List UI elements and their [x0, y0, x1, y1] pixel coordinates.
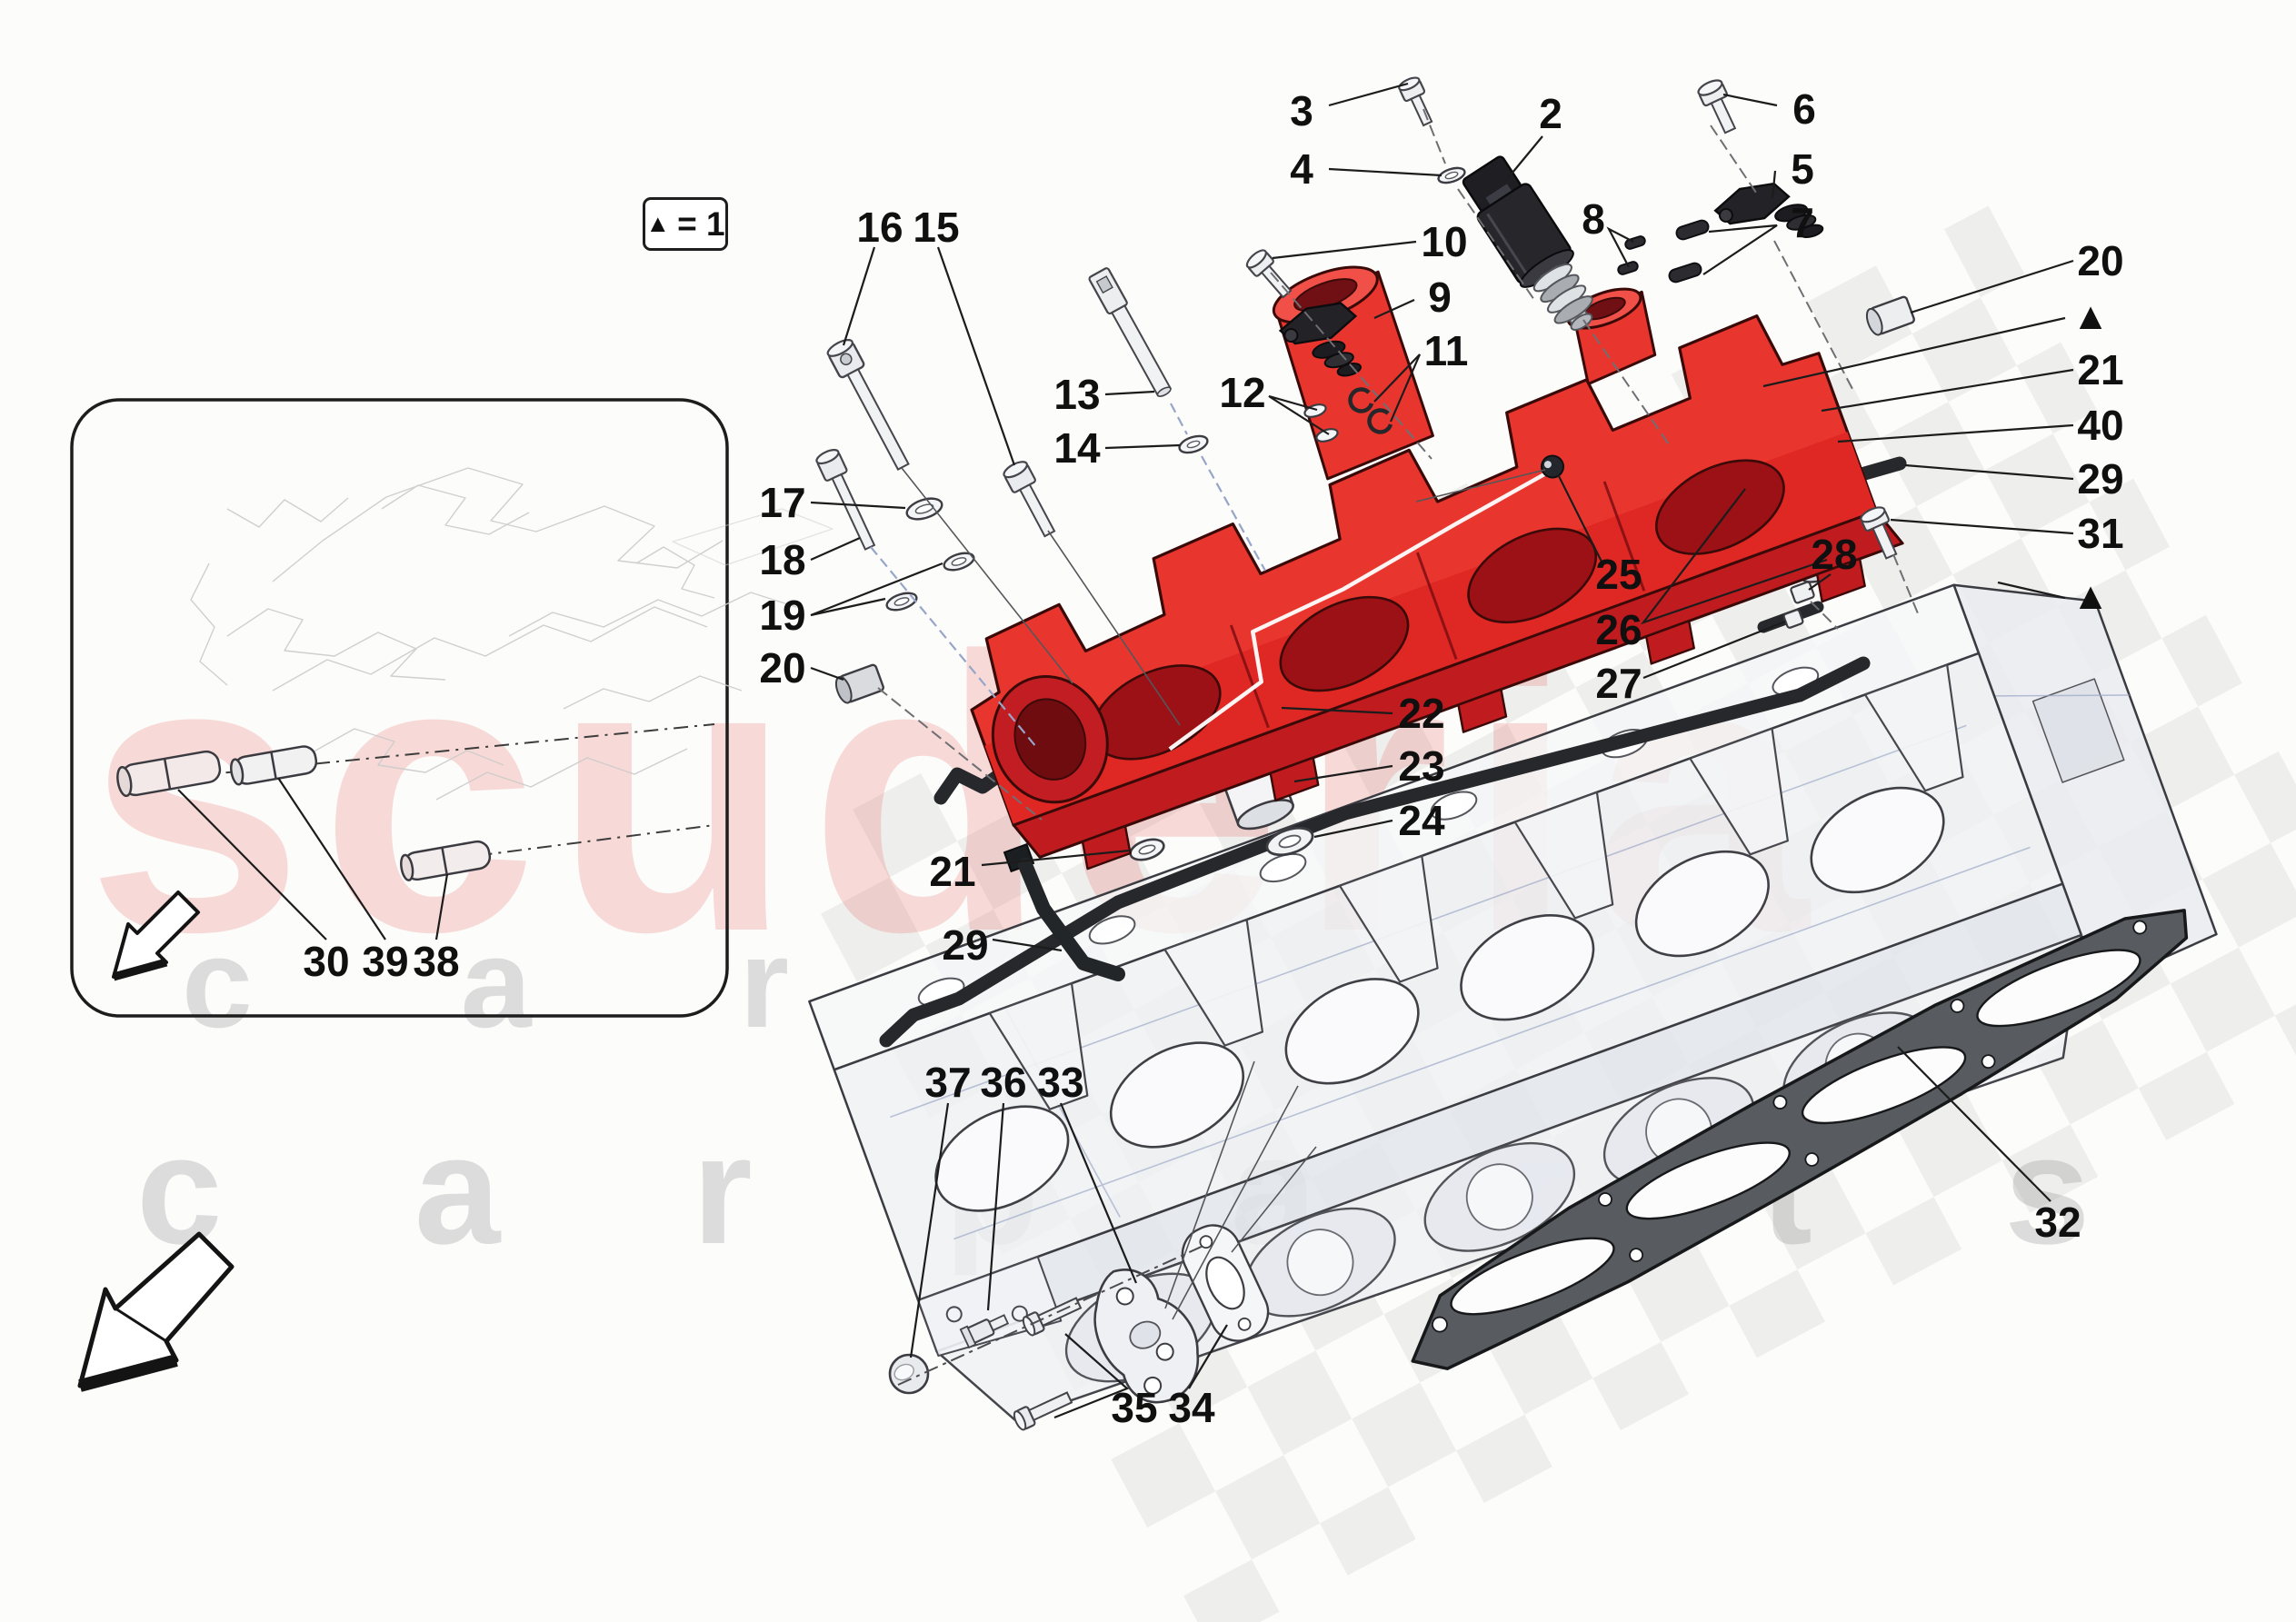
part-callout-28: 28 — [1811, 531, 1858, 578]
triangle-marker: ▲ — [2071, 294, 2110, 337]
leader-lines — [810, 82, 2074, 1419]
cam-sensor-5 — [1713, 182, 1824, 238]
part-callout-33: 33 — [1037, 1059, 1084, 1106]
part-callout-23: 23 — [1398, 742, 1445, 790]
part-callout-4: 4 — [1290, 145, 1313, 193]
faint-head-sketch — [190, 467, 834, 801]
part-callout-8: 8 — [1582, 195, 1605, 243]
part-callout-7: 7 — [1791, 199, 1814, 246]
legend-triangle-icon: ▲ — [645, 210, 671, 237]
watermark-row1: c a r — [182, 911, 875, 1054]
red-cam-cover — [970, 265, 1904, 871]
part-callout-35: 35 — [1111, 1384, 1158, 1431]
part-callout-14: 14 — [1053, 424, 1101, 472]
part-callout-19: 19 — [759, 592, 806, 639]
thin-axis-lines — [901, 467, 1546, 1320]
vvt-solenoid — [1462, 155, 1593, 331]
fasteners — [815, 76, 1898, 612]
part-callout-11: 11 — [1423, 327, 1469, 374]
part-callout-16: 16 — [856, 204, 903, 251]
view-direction-arrow-icon — [77, 1231, 235, 1392]
part-callout-31: 31 — [2077, 510, 2124, 557]
part-callout-39: 39 — [362, 938, 409, 985]
part-callout-22: 22 — [1398, 690, 1445, 737]
part-callout-21: 21 — [2077, 346, 2124, 393]
seal-29-left — [1003, 842, 1125, 981]
part-callout-37: 37 — [924, 1059, 972, 1106]
part-callout-21: 21 — [929, 848, 976, 895]
part-callout-5: 5 — [1791, 145, 1814, 193]
part-callout-10: 10 — [1421, 218, 1468, 265]
triangle-marker: ▲ — [2071, 574, 2110, 617]
part-callout-12: 12 — [1219, 369, 1266, 416]
exhaust-flange-cluster — [888, 1224, 1270, 1431]
part-callout-25: 25 — [1595, 551, 1642, 598]
part-callout-29: 29 — [2077, 455, 2124, 503]
blue-axis-lines — [870, 403, 1266, 748]
part-callout-13: 13 — [1053, 371, 1101, 418]
legend-value: = 1 — [677, 204, 725, 243]
dowel-pins — [116, 745, 492, 881]
cam-sensor-9 — [1278, 302, 1362, 377]
part-callout-17: 17 — [759, 479, 806, 526]
part-callout-27: 27 — [1595, 660, 1642, 707]
part-callout-30: 30 — [303, 938, 350, 985]
part-callout-3: 3 — [1290, 87, 1313, 134]
part-callout-9: 9 — [1428, 274, 1452, 321]
part-callout-36: 36 — [980, 1059, 1027, 1106]
part-callout-29: 29 — [942, 921, 989, 969]
axis-lines — [877, 108, 1921, 821]
part-callout-38: 38 — [413, 938, 460, 985]
part-callout-26: 26 — [1595, 606, 1642, 653]
part-callout-40: 40 — [2077, 402, 2124, 449]
part-callout-6: 6 — [1792, 85, 1816, 133]
part-callout-18: 18 — [759, 536, 806, 583]
part-callout-34: 34 — [1168, 1384, 1215, 1431]
part-callout-20: 20 — [2077, 237, 2124, 284]
part-callout-24: 24 — [1398, 797, 1445, 844]
legend-box: ▲ = 1 — [643, 197, 728, 251]
washer-24 — [1265, 826, 1314, 857]
part-callout-2: 2 — [1539, 90, 1562, 137]
inset-box — [70, 398, 834, 1018]
part-callout-15: 15 — [913, 204, 960, 251]
part-callout-20: 20 — [759, 644, 806, 692]
part-callout-32: 32 — [2034, 1199, 2081, 1246]
head-gasket — [1411, 909, 2189, 1370]
